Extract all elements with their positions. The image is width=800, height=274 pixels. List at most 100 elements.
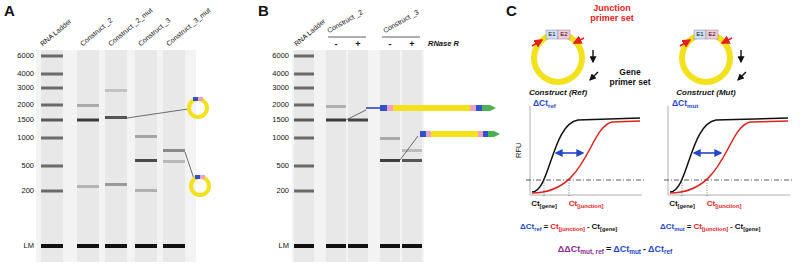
operator-sign: = — [687, 222, 692, 231]
subscript-text: ref — [534, 226, 541, 232]
qpcr-plot — [670, 118, 788, 192]
panel-letter: A — [4, 2, 15, 19]
axis-label: RFU — [516, 142, 525, 157]
treatment-label: RNase R — [428, 40, 459, 49]
circular-construct — [574, 38, 584, 43]
circular-construct — [680, 40, 690, 46]
gel-panel-a — [105, 50, 127, 262]
construct-label: Construct (Mut) — [676, 88, 736, 97]
gel-panel-b — [292, 37, 424, 262]
circular-construct — [532, 40, 542, 46]
gel-panel-a — [135, 244, 157, 248]
gel-panel-b — [348, 50, 368, 262]
gel-panel-b — [402, 149, 422, 152]
size-marker: 1000 — [272, 134, 289, 143]
equation: ΔCtref=Ct[junction]-Ct[gene] — [520, 222, 617, 233]
gel-panel-a — [41, 73, 63, 76]
gel-panel-a — [105, 116, 127, 119]
gel-panel-b — [380, 159, 400, 162]
qpcr-plot — [532, 121, 640, 193]
ct-label: Ct[gene] — [669, 199, 695, 210]
gel-panel-a — [77, 185, 99, 188]
gel-panel-b — [328, 37, 366, 38]
gel-panel-b — [348, 244, 368, 248]
gel-panel-b — [294, 137, 314, 140]
circular-construct — [740, 50, 741, 62]
operator-sign: = — [606, 244, 611, 254]
symbol-text: ΔCt — [533, 98, 548, 108]
gel-panel-a — [41, 55, 63, 58]
linear-construct — [366, 107, 380, 109]
qpcr-plot — [544, 180, 545, 197]
subscript-text: [gene] — [678, 203, 695, 209]
subscript-text: [gene] — [743, 226, 760, 232]
gel-panel-b — [294, 244, 314, 248]
gel-panel-b — [382, 37, 420, 38]
gel-panel-a — [135, 159, 157, 162]
circular-construct — [722, 38, 732, 43]
gel-panel-a — [41, 165, 63, 168]
gel-panel-b — [294, 104, 314, 107]
gel-panel-b — [294, 87, 314, 90]
subscript-text: [gene] — [540, 203, 557, 209]
treatment-sign: + — [409, 39, 414, 49]
equation: ΔΔCtmut, ref=ΔCtmut-ΔCtref — [558, 244, 673, 256]
panel-letter: B — [258, 2, 269, 19]
gel-panel-a — [36, 50, 209, 262]
circular-construct — [694, 30, 706, 39]
gel-panel-a — [185, 152, 194, 179]
gel-panel-b — [402, 159, 422, 162]
gel-panel-a — [41, 87, 63, 90]
gel-panel-b — [326, 50, 346, 262]
size-marker: 500 — [276, 162, 289, 171]
gel-panel-a — [163, 160, 185, 163]
gel-panel-a — [41, 104, 63, 107]
symbol-text: ΔCt — [613, 244, 629, 254]
size-marker: 6000 — [272, 52, 289, 61]
treatment-sign: - — [335, 39, 338, 49]
ct-label: Ct[junction] — [569, 199, 604, 210]
linear-construct — [488, 131, 500, 137]
operator-sign: - — [587, 222, 590, 231]
gel-panel-a — [41, 244, 63, 248]
operator-sign: - — [730, 222, 733, 231]
linear-construct — [426, 131, 431, 137]
operator-sign: = — [544, 222, 549, 231]
linear-construct — [420, 131, 426, 137]
construct-label: Construct (Ref) — [529, 88, 587, 97]
gel-panel-a — [200, 175, 205, 179]
qpcr-plot — [556, 152, 583, 154]
lane-header: Construct _3_mut — [165, 6, 212, 48]
gel-panel-a — [135, 50, 157, 262]
subscript-text: [junction] — [559, 226, 585, 232]
subscript-text: mut — [687, 102, 698, 109]
gel-panel-b — [294, 73, 314, 76]
symbol-text: Ct — [669, 199, 677, 208]
subscript-text: mut, ref — [580, 248, 604, 255]
gel-panel-b — [326, 119, 346, 122]
operator-sign: - — [643, 244, 646, 254]
symbol-text: Ct — [735, 222, 743, 231]
gel-panel-a — [105, 244, 127, 248]
gel-panel-b — [294, 55, 314, 58]
linear-construct — [393, 105, 470, 111]
exon-label: E1 — [548, 31, 555, 38]
linear-construct — [387, 105, 393, 111]
symbol-text: ΔCt — [672, 98, 687, 108]
size-marker: 6000 — [17, 52, 34, 61]
lane-header: RNA Ladder — [39, 17, 73, 48]
gel-panel-a — [163, 149, 185, 152]
size-marker: 200 — [276, 187, 289, 196]
gel-panel-a — [195, 175, 200, 179]
qpcr-plot — [664, 180, 792, 181]
gel-panel-b — [380, 137, 400, 140]
qpcr-plot — [670, 121, 788, 193]
symbol-text: Ct — [550, 222, 558, 231]
gel-panel-b — [380, 50, 400, 262]
gel-panel-a — [41, 190, 63, 193]
size-marker: 1500 — [272, 116, 289, 125]
gel-panel-a — [77, 50, 99, 262]
size-marker: LM — [24, 242, 34, 251]
gel-panel-a — [41, 137, 63, 140]
